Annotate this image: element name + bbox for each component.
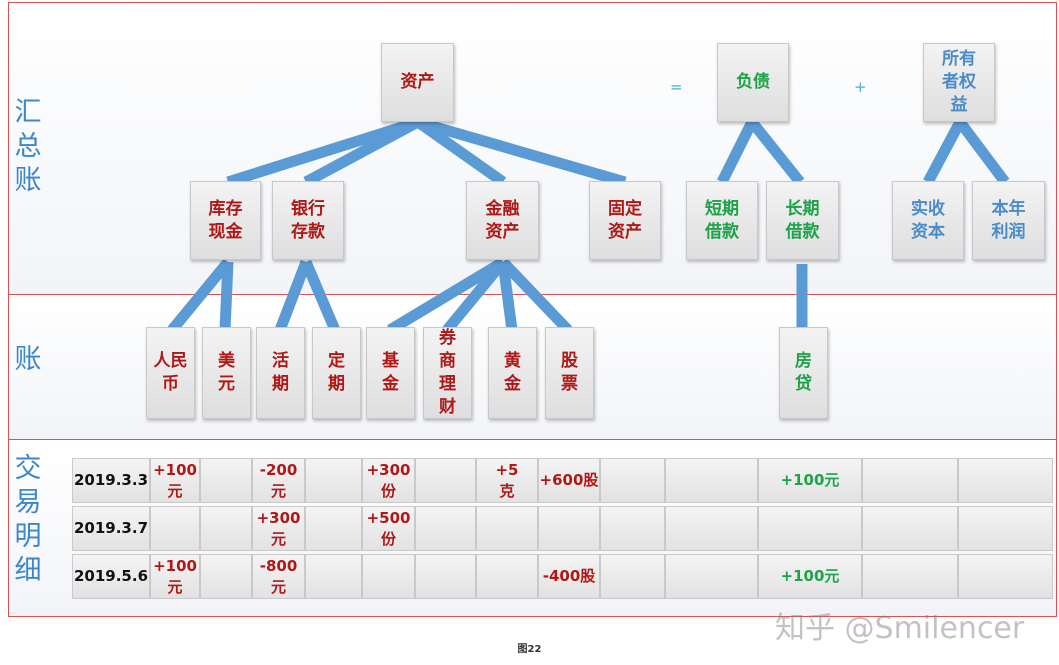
connector-fin-bond (442, 258, 508, 334)
equals-sign: = (670, 78, 683, 96)
cell-bond (415, 458, 476, 503)
cell-gold: +5克 (476, 458, 538, 503)
connector-assets-fixed (416, 116, 627, 188)
ledger-gold: 黄金 (488, 327, 537, 419)
band-label-details: 交易明细 (14, 453, 42, 586)
watermark: 知乎 @Smilencer (775, 611, 1025, 646)
ledger-stock: 股票 (545, 327, 594, 419)
cell-stock: -400股 (538, 554, 600, 599)
connector-equity-profit (955, 118, 1010, 186)
cell-empty (958, 458, 1053, 503)
cell-empty (665, 458, 758, 503)
cell-gold (476, 506, 538, 551)
cell-empty (862, 506, 958, 551)
cell-fund: +300份 (362, 458, 415, 503)
cell-mortgage (758, 506, 862, 551)
account-short-loan: 短期借款 (686, 181, 758, 260)
cell-empty (862, 458, 958, 503)
ledger-fund: 基金 (366, 327, 415, 419)
ledger-rmb: 人民币 (146, 327, 195, 419)
cell-usd (200, 458, 252, 503)
cell-empty (600, 506, 665, 551)
account-cash: 库存现金 (190, 181, 261, 260)
figure-caption: 图22 (517, 644, 542, 655)
connector-liab-long (747, 118, 805, 186)
connector-assets-financial (414, 117, 507, 187)
assets-box: 资产 (381, 43, 454, 122)
connector-liab-short (717, 119, 757, 185)
connector-bank-current (274, 260, 312, 332)
plus-sign: + (854, 78, 867, 96)
cell-empty (862, 554, 958, 599)
cell-stock (538, 506, 600, 551)
cell-rmb (150, 506, 200, 551)
connector-assets-cash (226, 116, 420, 188)
cell-mortgage: +100元 (758, 554, 862, 599)
account-financial: 金融资产 (466, 181, 539, 260)
ledger-usd: 美元 (202, 327, 251, 419)
account-bank: 银行存款 (272, 181, 344, 260)
connector-cash-usd (219, 261, 234, 331)
cell-rmb: +100元 (150, 458, 200, 503)
cell-current: +300元 (252, 506, 305, 551)
cell-gold (476, 554, 538, 599)
cell-bond (415, 506, 476, 551)
band-label-ledger: 账 (14, 344, 42, 375)
connector-equity-paid (923, 119, 965, 185)
connector-fin-stock (499, 258, 572, 334)
cell-current: -200元 (252, 458, 305, 503)
cell-rmb: +100元 (150, 554, 200, 599)
table-row-date: 2019.5.6 (72, 554, 150, 599)
cell-fixed-term (305, 506, 362, 551)
cell-empty (600, 554, 665, 599)
cell-empty (665, 554, 758, 599)
table-row-date: 2019.3.3 (72, 458, 150, 503)
ledger-current: 活期 (256, 327, 305, 419)
equity-box: 所有者权益 (923, 43, 995, 122)
cell-fixed-term (305, 458, 362, 503)
cell-stock: +600股 (538, 458, 600, 503)
cell-fixed-term (305, 554, 362, 599)
account-fixed: 固定资产 (589, 181, 661, 260)
cell-usd (200, 506, 252, 551)
cell-empty (600, 458, 665, 503)
account-long-loan: 长期借款 (766, 181, 839, 260)
cell-empty (958, 554, 1053, 599)
ledger-fixed-term: 定期 (312, 327, 361, 419)
account-paid-in: 实收资本 (892, 181, 964, 260)
cell-fund (362, 554, 415, 599)
cell-empty (665, 506, 758, 551)
table-row-date: 2019.3.7 (72, 506, 150, 551)
cell-bond (415, 554, 476, 599)
band-label-summary: 汇总账 (14, 97, 42, 196)
account-profit: 本年利润 (972, 181, 1045, 260)
cell-usd (200, 554, 252, 599)
cell-empty (958, 506, 1053, 551)
connector-assets-bank (303, 117, 421, 187)
connector-cash-rmb (167, 258, 233, 334)
connector-fin-fund (387, 257, 506, 335)
connector-fin-gold (497, 261, 518, 331)
liabilities-box: 负债 (717, 43, 789, 122)
cell-current: -800元 (252, 554, 305, 599)
cell-mortgage: +100元 (758, 458, 862, 503)
ledger-bond: 券商理财 (423, 327, 472, 419)
ledger-mortgage: 房贷 (779, 327, 828, 419)
cell-fund: +500份 (362, 506, 415, 551)
connector-bank-fixedterm (300, 259, 341, 333)
